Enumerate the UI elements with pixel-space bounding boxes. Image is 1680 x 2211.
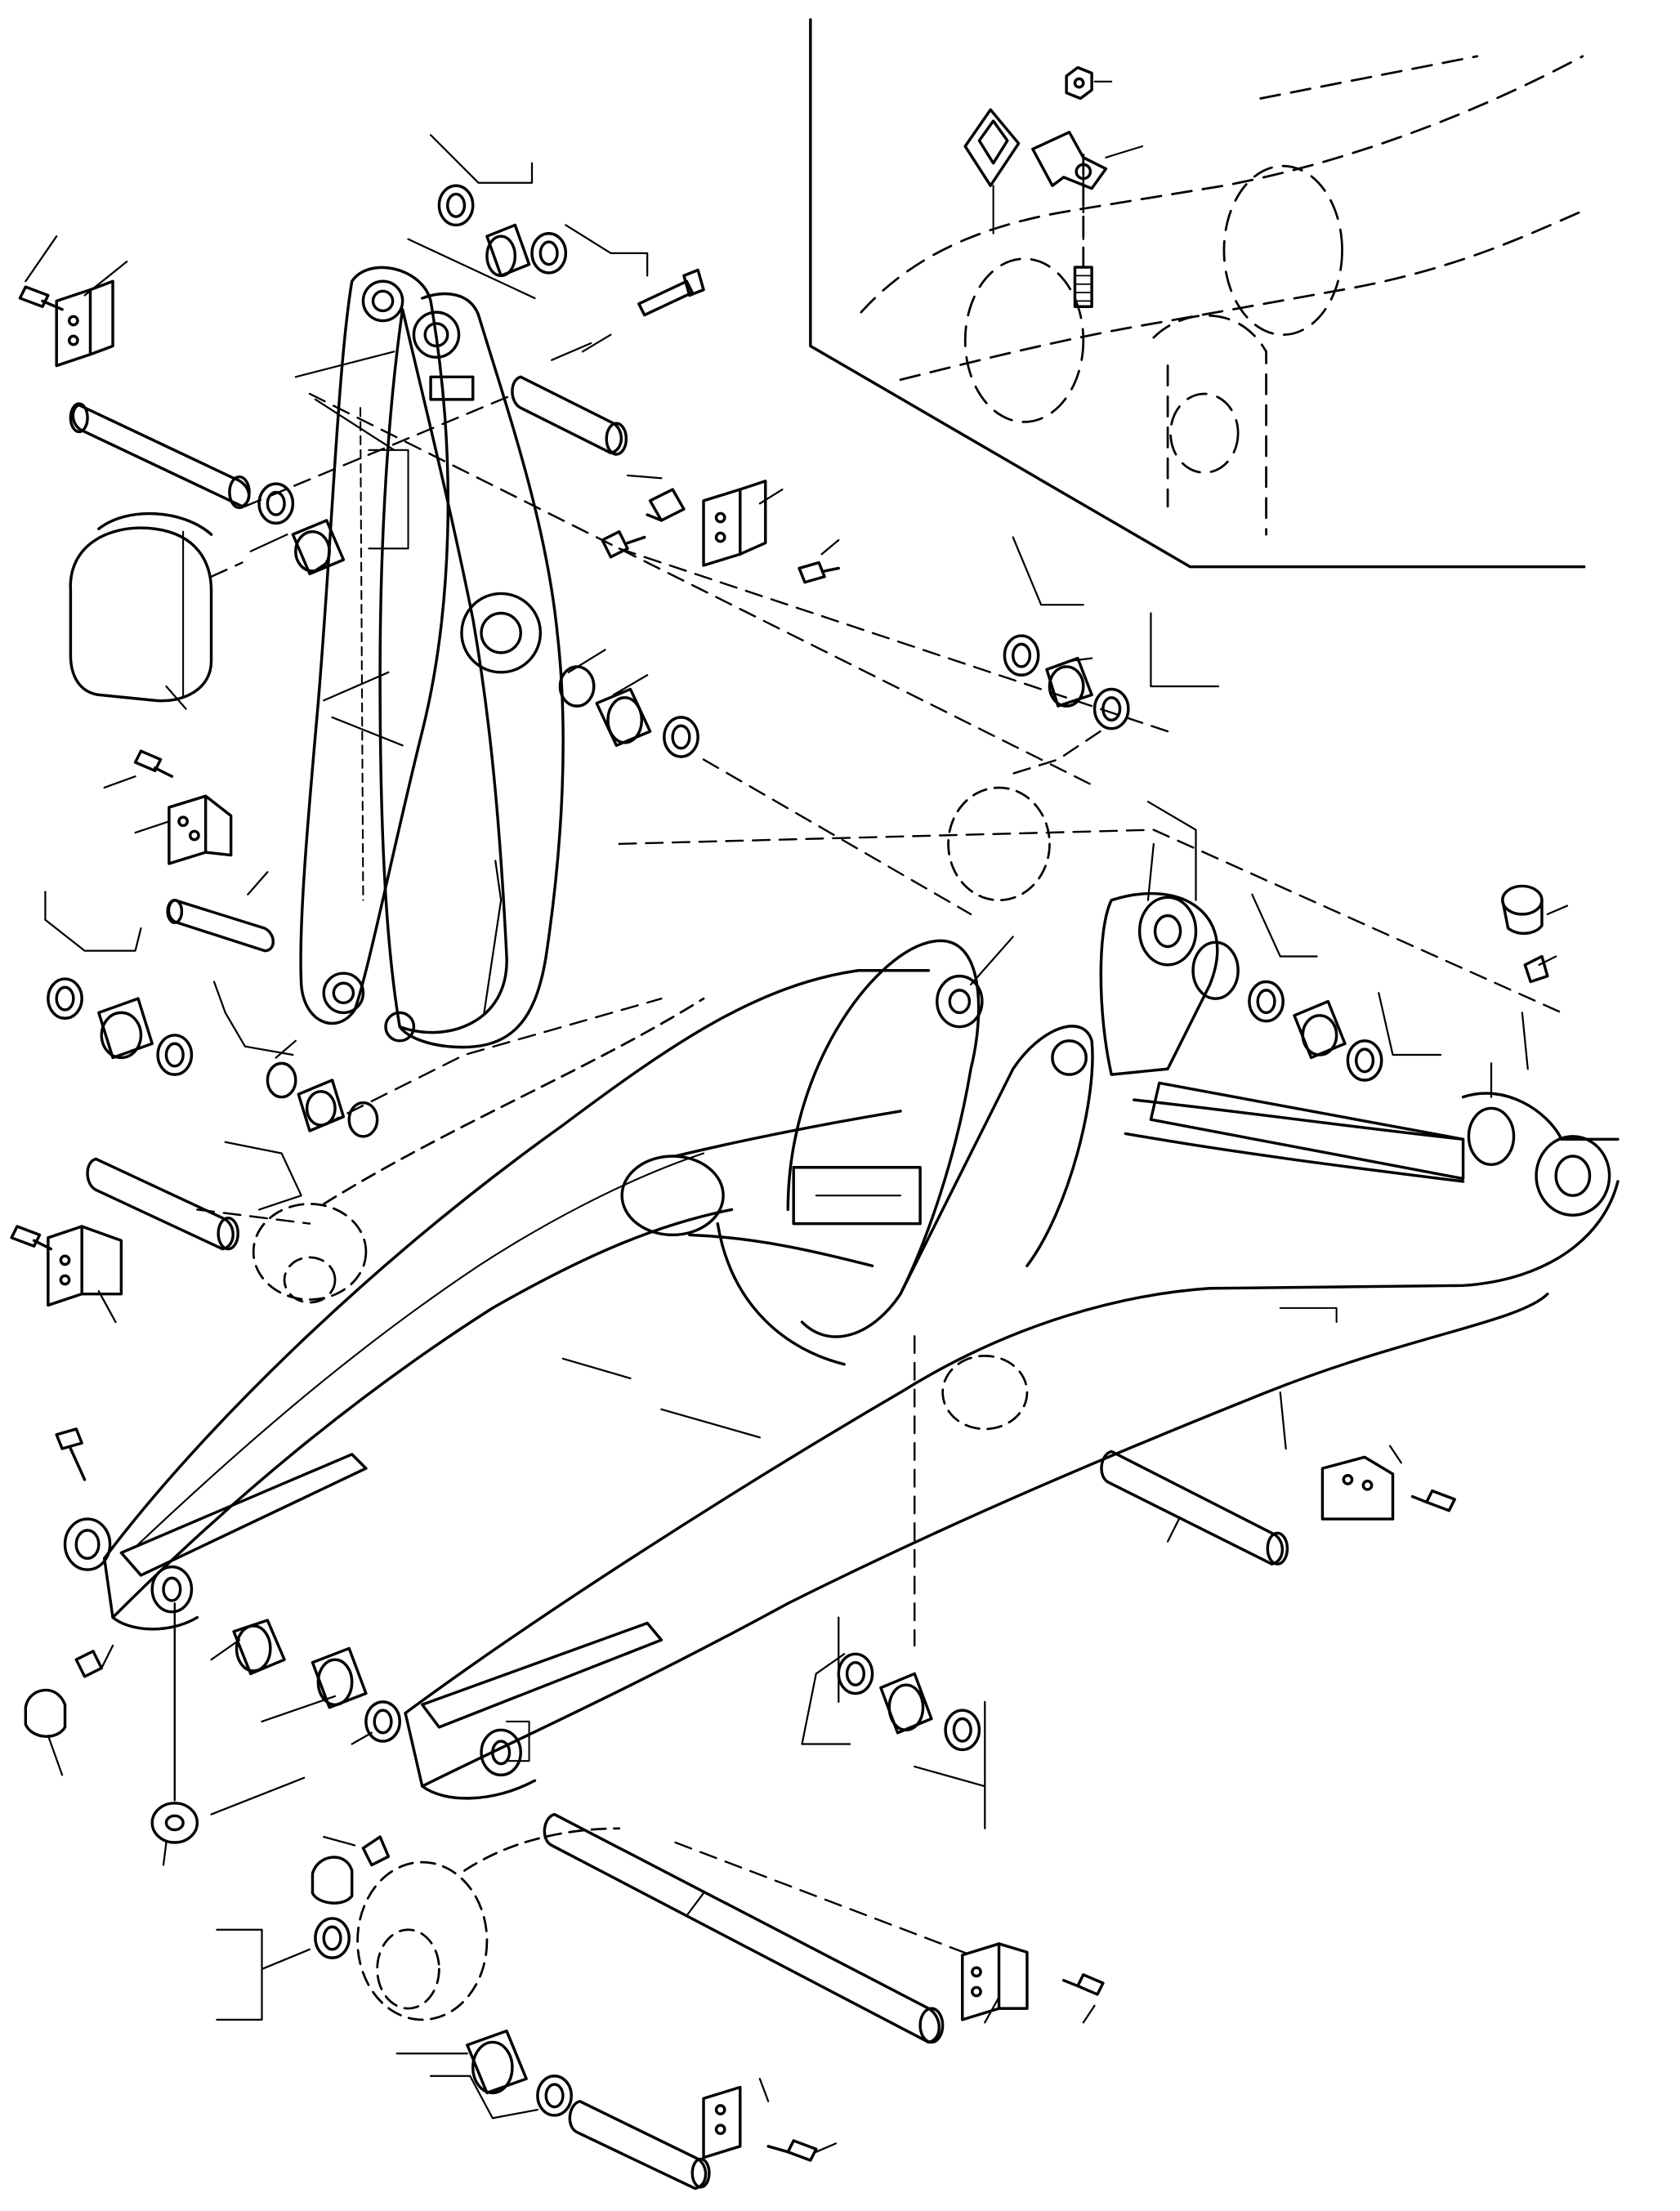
assembly-lines (173, 168, 1563, 1956)
bolt (637, 268, 705, 317)
bolt (55, 1427, 87, 1481)
dust-cap (1501, 884, 1544, 936)
lock-plate (47, 1225, 123, 1307)
cross-pin (511, 375, 628, 456)
lock-plate (168, 794, 233, 865)
lower-pin (166, 898, 275, 953)
bolt (766, 2139, 818, 2162)
washer (150, 1802, 199, 1844)
frame-pin (1100, 1449, 1289, 1566)
lower-link-pin (568, 2100, 711, 2191)
lift-arm-assembly (103, 786, 1620, 2021)
bolt (10, 1225, 53, 1251)
bushing-set-lower-left (63, 1517, 401, 1743)
grease-fitting (646, 488, 686, 522)
bushing-set-bottom (314, 1917, 573, 2117)
bucket-pin (543, 1812, 945, 2044)
bushing-set-lower-right (837, 1652, 981, 1752)
bushing-set-center (558, 665, 699, 758)
lock-plate (961, 1942, 1029, 2021)
bolt (1061, 1973, 1105, 1996)
leader-lines (25, 134, 1569, 2153)
lock-plate (702, 2085, 742, 2160)
dust-cap (24, 1688, 67, 1738)
bolt (133, 749, 174, 778)
grease-fitting (361, 1835, 391, 1867)
grease-fitting (1523, 954, 1549, 984)
bushing-set-right-mid (1248, 980, 1383, 1082)
protective-cover (69, 511, 213, 703)
bell-crank (299, 266, 565, 1049)
bushing-set-top (437, 184, 568, 278)
bushing-set-upper-left (257, 482, 346, 576)
cylinder-pin (86, 1157, 239, 1251)
lock-plate (1320, 1455, 1395, 1521)
bushing-set-left-mid (47, 977, 379, 1138)
upper-pin (69, 402, 251, 510)
bolt (798, 561, 840, 584)
lock-plate (702, 479, 767, 567)
lock-plate (55, 279, 114, 368)
grease-fitting (74, 1650, 104, 1678)
bolt (18, 285, 64, 311)
dust-cap (311, 1856, 354, 1905)
bolt (601, 529, 646, 559)
bolt (1410, 1489, 1456, 1512)
inset-cylinder-lock-detail (809, 18, 1586, 569)
bushing-set-right-top (1003, 634, 1130, 730)
crossbar-pin (1149, 1081, 1465, 1181)
